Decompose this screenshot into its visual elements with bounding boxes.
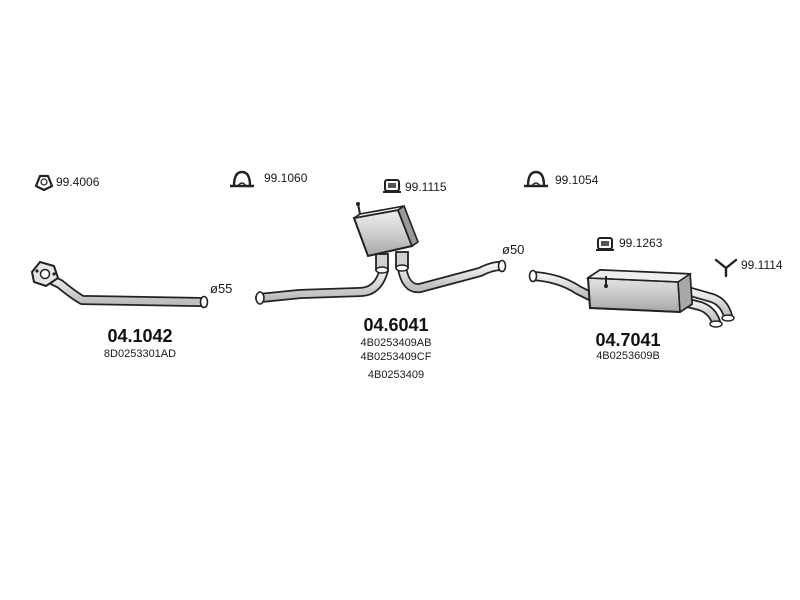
- pipe-diameter-label: ø50: [502, 242, 525, 257]
- rear-silencer-drawing: [528, 268, 735, 328]
- accessory-ref-label: 99.1115: [405, 180, 447, 194]
- accessory-ref-label: 99.4006: [56, 175, 100, 189]
- accessory-ref-label: 99.1054: [555, 173, 599, 187]
- accessory-ref-label: 99.1263: [619, 236, 663, 250]
- rubber-hanger-icon: [596, 237, 614, 251]
- accessory-ref-label: 99.1060: [264, 171, 308, 185]
- oem-number: 4B0253409CF: [360, 351, 432, 363]
- pipe-clamp-icon: [230, 170, 254, 188]
- front-pipe-drawing: [30, 260, 209, 309]
- part-number: 04.7041: [595, 330, 661, 350]
- pipe-diameter-label: ø55: [210, 281, 233, 296]
- rubber-hanger-icon: [383, 179, 401, 193]
- pipe-clamp-icon: [524, 170, 548, 188]
- oem-number: 8D0253301AD: [103, 348, 177, 360]
- mounting-bracket-icon: [714, 258, 738, 278]
- oem-number: 4B0253409AB: [360, 337, 432, 349]
- part-number: 04.1042: [107, 326, 173, 346]
- accessory-ref-label: 99.1114: [741, 258, 783, 272]
- gasket-ring-icon: [34, 174, 54, 192]
- oem-number: 4B0253609B: [596, 350, 660, 362]
- center-silencer-drawing: [255, 202, 507, 305]
- oem-number: 4B0253409: [367, 369, 425, 381]
- part-number: 04.6041: [363, 315, 429, 335]
